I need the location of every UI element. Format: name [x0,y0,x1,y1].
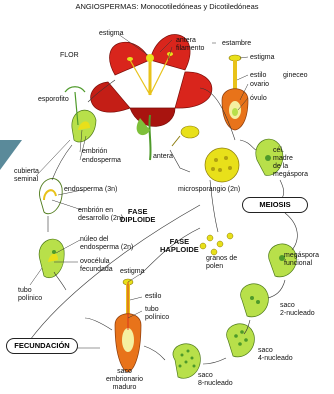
label-ovulo: óvulo [250,95,267,103]
label-nucleo-endosperma: núleo del endosperma (2n) [80,236,133,252]
label-estigma-mid: estigma [120,268,145,276]
label-antera-filamento: antera filamento [176,37,204,53]
label-embrion-desarrollo: embrión en desarrollo (2n) [78,207,123,223]
label-embrion: embrión [82,148,107,156]
label-gineceo: gineceo [283,72,308,80]
label-flor: FLOR [60,52,79,60]
label-cel-madre: cél. madre de la megáspora [273,147,308,179]
label-saco-maduro: saco embrionario maduro [106,368,143,392]
label-saco-2: saco 2-nucleado [280,302,315,318]
label-megaspora: megáspora funcional [284,252,319,268]
meiosis-box: MEIOSIS [242,197,308,213]
flower-illustration [91,35,212,160]
label-fase-diploide: FASE DIPLOIDE [120,208,155,224]
label-estilo-mid: estilo [145,293,161,301]
label-endosperma-3n: endosperma (3n) [64,186,117,194]
pollen-grains [200,233,233,255]
label-endosperma: endosperma [82,157,121,165]
label-fase-haploide: FASE HAPLOIDE [160,238,199,254]
mature-pistil [115,279,141,372]
label-microsporangio: microsporangio (2n) [178,186,240,194]
label-estigma-right: estigma [250,54,275,62]
label-estilo: estilo [250,72,266,80]
label-esporofito: esporofito [38,96,69,104]
label-ovocelula: ovocélula fecundada [80,258,113,274]
label-tubo-polinico-left: tubo polínico [18,287,42,303]
fecundacion-box: FECUNDACIÓN [6,338,78,354]
label-saco-4: saco 4-nucleado [258,347,293,363]
left-wedge [0,140,22,170]
label-cubierta-seminal: cubierta seminal [14,168,39,184]
label-tubo-polinico-mid: tubo polínico [145,306,169,322]
label-ovario: ovario [250,81,269,89]
label-antera: antera [153,153,173,161]
label-estigma-top: estigma [99,30,124,38]
anther-illustration [172,126,239,182]
label-saco-8: saco 8-nucleado [198,372,233,388]
label-estambre: estambre [222,40,251,48]
pistil-illustration [222,55,248,130]
label-granos-polen: granos de polen [206,255,237,271]
page-title: ANGIOSPERMAS: Monocotiledóneas y Dicotil… [0,3,334,11]
